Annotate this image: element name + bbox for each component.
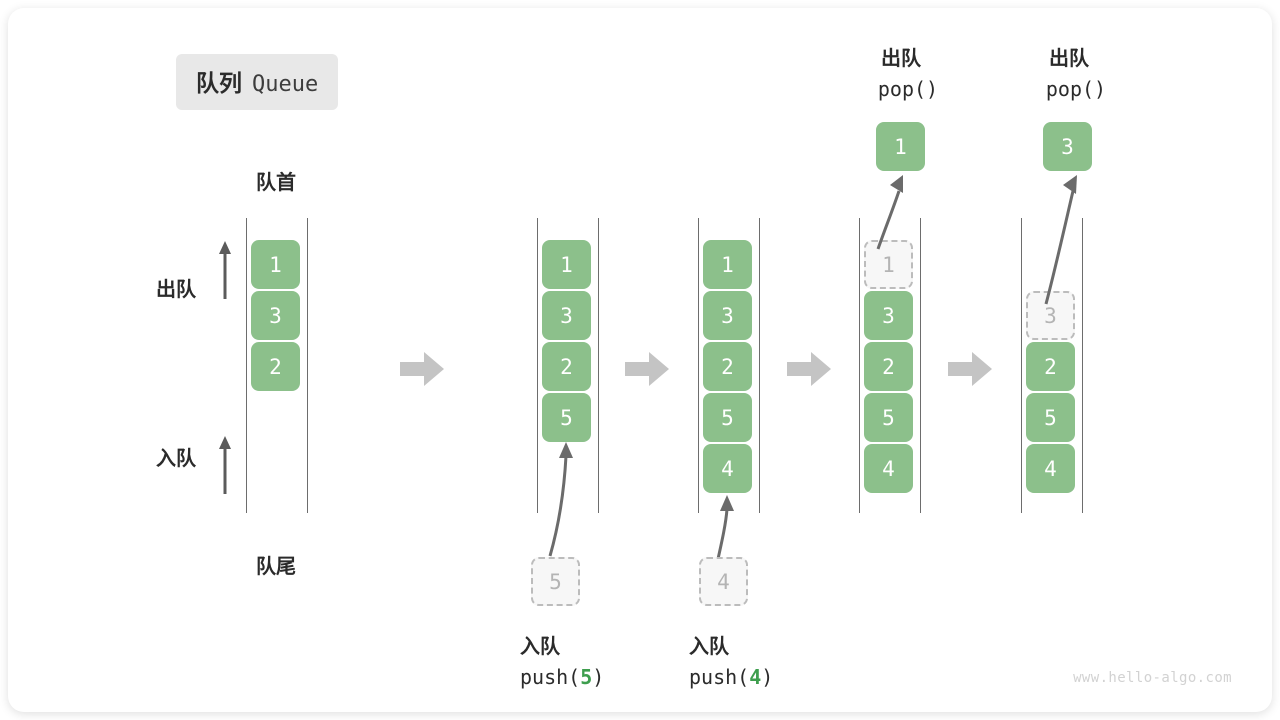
queue-head-label: 队首 xyxy=(256,172,296,194)
queue-cell: 4 xyxy=(864,444,913,493)
popped-cell-1: 1 xyxy=(876,122,925,171)
queue-cell: 3 xyxy=(864,291,913,340)
queue-cell: 1 xyxy=(703,240,752,289)
queue-cell: 5 xyxy=(1026,393,1075,442)
pop-caption-cn-3: 出队 xyxy=(1049,48,1089,70)
queue-cell: 4 xyxy=(1026,444,1075,493)
title-chinese: 队列 xyxy=(196,70,242,96)
watermark-text: www.hello-algo.com xyxy=(1073,670,1232,686)
push-call-suffix-4: ) xyxy=(761,665,774,689)
push-call-suffix-5: ) xyxy=(592,665,605,689)
step-arrow-icon xyxy=(787,352,831,386)
queue-cell-empty xyxy=(1026,240,1075,289)
queue-cell-removed: 3 xyxy=(1026,291,1075,340)
queue-cell: 2 xyxy=(251,342,300,391)
queue-rail-right xyxy=(307,218,308,513)
push-call-value-5: 5 xyxy=(580,665,593,689)
queue-rail-right xyxy=(598,218,599,513)
push-caption-cn-5: 入队 xyxy=(520,636,560,658)
queue-rail-left xyxy=(246,218,247,513)
push-call-prefix-5: push( xyxy=(520,665,581,689)
step-arrow-icon xyxy=(625,352,669,386)
queue-column-after-pop-3: 3 2 5 4 xyxy=(1021,218,1083,513)
queue-rail-left xyxy=(1021,218,1022,513)
title-english: Queue xyxy=(252,72,319,97)
queue-tail-label: 队尾 xyxy=(256,556,296,578)
queue-cell-new: 5 xyxy=(542,393,591,442)
popped-cell-3: 3 xyxy=(1043,122,1092,171)
queue-column-after-push-5: 1 3 2 5 xyxy=(537,218,599,513)
queue-cell: 1 xyxy=(542,240,591,289)
step-arrow-icon xyxy=(400,352,444,386)
queue-cell: 5 xyxy=(703,393,752,442)
queue-rail-right xyxy=(1082,218,1083,513)
queue-column-after-pop-1: 1 3 2 5 4 xyxy=(859,218,921,513)
queue-cell: 5 xyxy=(864,393,913,442)
queue-cells-after-pop-1: 1 3 2 5 4 xyxy=(864,240,913,493)
queue-cells-initial: 1 3 2 xyxy=(251,240,300,391)
queue-rail-left xyxy=(859,218,860,513)
queue-cell: 3 xyxy=(251,291,300,340)
push-call-prefix-4: push( xyxy=(689,665,750,689)
diagram-card: 队列 Queue 队首 队尾 出队 入队 1 3 2 1 3 2 xyxy=(8,8,1272,712)
queue-cell: 2 xyxy=(542,342,591,391)
push-call-value-4: 4 xyxy=(749,665,762,689)
step-arrow-icon xyxy=(948,352,992,386)
enqueue-direction-arrow-icon xyxy=(219,436,231,494)
queue-cell-new: 4 xyxy=(703,444,752,493)
dequeue-direction-arrow-icon xyxy=(219,241,231,299)
queue-rail-right xyxy=(920,218,921,513)
queue-cell: 3 xyxy=(542,291,591,340)
queue-column-initial: 1 3 2 xyxy=(246,218,308,513)
queue-rail-left xyxy=(537,218,538,513)
pop-caption-cn-1: 出队 xyxy=(881,48,921,70)
pending-cell-5: 5 xyxy=(531,557,580,606)
queue-cells-after-push-4: 1 3 2 5 4 xyxy=(703,240,752,493)
queue-rail-left xyxy=(698,218,699,513)
push-caption-cn-4: 入队 xyxy=(689,636,729,658)
queue-cell: 2 xyxy=(1026,342,1075,391)
queue-cell: 2 xyxy=(864,342,913,391)
dequeue-direction-label: 出队 xyxy=(156,279,196,301)
queue-cell-removed: 1 xyxy=(864,240,913,289)
push-caption-call-5: push(5) xyxy=(520,665,604,689)
queue-column-after-push-4: 1 3 2 5 4 xyxy=(698,218,760,513)
queue-cells-after-pop-3: 3 2 5 4 xyxy=(1026,240,1075,493)
pending-cell-4: 4 xyxy=(699,557,748,606)
pop-caption-call-1: pop() xyxy=(877,77,939,101)
diagram-title-badge: 队列 Queue xyxy=(176,54,339,110)
pop-caption-call-3: pop() xyxy=(1045,77,1107,101)
queue-cell: 3 xyxy=(703,291,752,340)
enqueue-direction-label: 入队 xyxy=(156,448,196,470)
queue-cell: 1 xyxy=(251,240,300,289)
push-caption-call-4: push(4) xyxy=(689,665,773,689)
queue-rail-right xyxy=(759,218,760,513)
queue-cell: 2 xyxy=(703,342,752,391)
queue-cells-after-push-5: 1 3 2 5 xyxy=(542,240,591,442)
